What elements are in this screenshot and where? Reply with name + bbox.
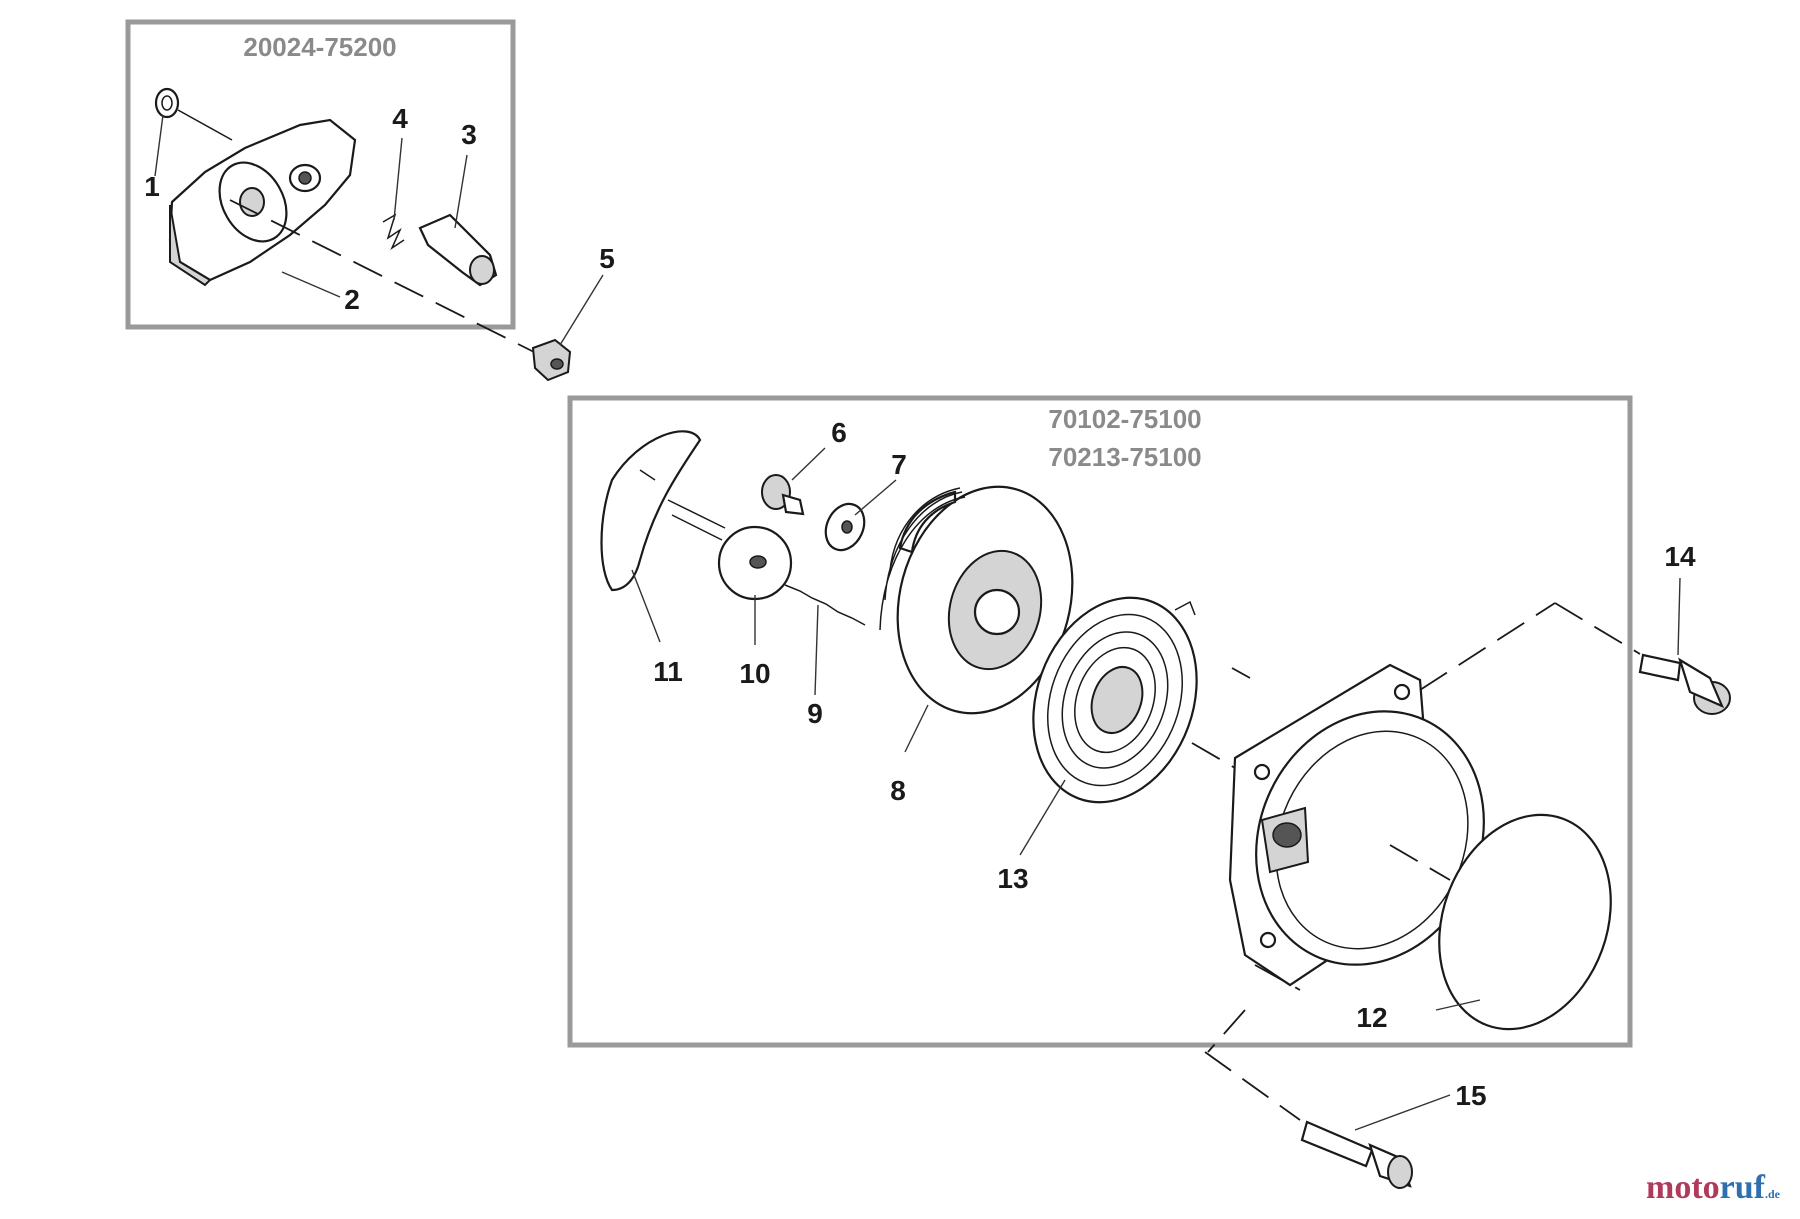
callout-11: 11	[653, 656, 683, 687]
callout-15: 15	[1455, 1080, 1486, 1111]
assembly-frame-top	[125, 19, 516, 330]
part-11-handle	[600, 430, 726, 592]
part-8-reel	[879, 485, 1074, 715]
callout-14: 14	[1664, 541, 1696, 572]
part-13-spring	[1032, 596, 1198, 804]
part-6-screw	[761, 474, 805, 516]
callout-2: 2	[344, 284, 360, 315]
part-7-washer	[824, 502, 866, 552]
callout-12: 12	[1356, 1002, 1387, 1033]
watermark-part1: moto	[1646, 1169, 1720, 1206]
part-5-nut	[531, 338, 572, 382]
watermark-part2: ruf	[1719, 1169, 1765, 1206]
callout-1: 1	[144, 171, 160, 202]
callout-13: 13	[997, 863, 1028, 894]
part-4-spring	[382, 213, 405, 251]
callout-3: 3	[461, 119, 477, 150]
callout-10: 10	[739, 658, 770, 689]
assembly-number-main-2: 70213-75100	[1048, 442, 1201, 472]
assembly-frame-main	[567, 395, 1633, 1048]
callout-4: 4	[392, 103, 408, 134]
part-3-pawl	[418, 213, 498, 287]
part-15-bolt	[1300, 1120, 1413, 1189]
part-1-circlip	[154, 87, 180, 119]
assembly-number-main-1: 70102-75100	[1048, 404, 1201, 434]
callout-7: 7	[891, 449, 907, 480]
part-12-plate	[1438, 813, 1612, 1031]
starter-housing	[1228, 663, 1485, 987]
part-14-bolt	[1638, 653, 1731, 715]
watermark-logo: motoruf.de	[1646, 1169, 1780, 1207]
callout-8: 8	[890, 775, 906, 806]
callout-9: 9	[807, 698, 823, 729]
callout-6: 6	[831, 417, 847, 448]
assembly-number-top: 20024-75200	[243, 32, 396, 62]
watermark-suffix: .de	[1765, 1187, 1780, 1201]
part-9-rope	[784, 584, 866, 626]
callout-5: 5	[599, 243, 615, 274]
part-2-ratchet	[168, 118, 357, 287]
